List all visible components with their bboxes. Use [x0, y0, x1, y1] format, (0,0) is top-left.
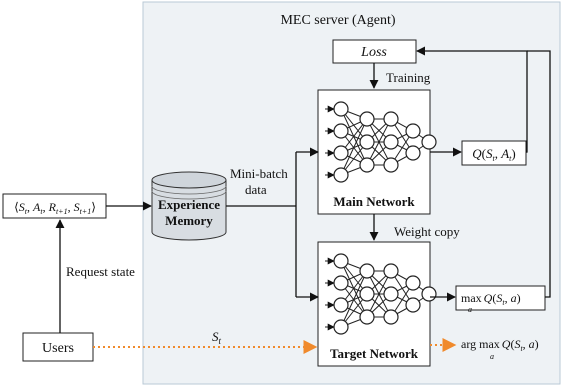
nn-node: [383, 309, 399, 325]
training-label: Training: [386, 70, 431, 85]
nn-node: [383, 111, 399, 127]
q-target-box: [455, 285, 546, 311]
experience-memory: Experience Memory: [151, 171, 227, 241]
transition-tuple-label: ⟨St, At, Rt+1, St+1⟩: [14, 200, 96, 216]
transition-tuple-box: [2, 193, 107, 219]
loss-label: Loss: [360, 45, 387, 60]
nn-node: [359, 309, 375, 325]
nn-connection: [366, 118, 392, 166]
nn-connection: [340, 270, 368, 328]
nn-node: [359, 286, 375, 302]
main-network-label: Main Network: [333, 194, 415, 209]
main-network-nn-icon: [325, 101, 437, 183]
nn-node: [383, 134, 399, 150]
users-box: [22, 332, 94, 362]
action-output-subscript: a: [490, 352, 494, 361]
nn-node: [359, 157, 375, 173]
experience-memory-label-1: Experience: [158, 197, 220, 212]
mec-server-label: MEC server (Agent): [280, 13, 395, 28]
nn-node: [333, 275, 349, 291]
minibatch-label-2: data: [245, 182, 267, 197]
nn-node: [333, 123, 349, 139]
nn-node: [421, 134, 437, 150]
nn-connection: [340, 118, 368, 176]
nn-node: [383, 263, 399, 279]
nn-connection: [366, 270, 392, 318]
experience-memory-label-2: Memory: [165, 213, 213, 228]
q-main-feedback-line: [416, 46, 528, 153]
nn-node: [405, 145, 421, 161]
nn-node: [383, 286, 399, 302]
q-main-label: Q(St, At): [472, 146, 516, 163]
nn-node: [421, 286, 437, 302]
nn-node: [359, 111, 375, 127]
nn-node: [333, 167, 349, 183]
q-target-feedback-line: [527, 50, 551, 298]
nn-node: [333, 101, 349, 117]
nn-node: [383, 157, 399, 173]
users-label: Users: [42, 341, 74, 356]
nn-node: [405, 123, 421, 139]
target-network-label: Target Network: [330, 346, 419, 361]
q-main-box: [461, 140, 527, 166]
nn-node: [333, 253, 349, 269]
main-network: Main Network: [317, 89, 437, 215]
target-network: Target Network: [317, 241, 437, 367]
nn-node: [333, 297, 349, 313]
minibatch-label-1: Mini-batch: [230, 166, 288, 181]
nn-node: [405, 297, 421, 313]
target-network-nn-icon: [325, 253, 437, 335]
nn-node: [405, 275, 421, 291]
request-state-label: Request state: [66, 264, 135, 279]
nn-node: [333, 319, 349, 335]
q-target-subscript: a: [468, 305, 472, 314]
state-label: St: [212, 329, 222, 346]
nn-node: [333, 145, 349, 161]
nn-node: [359, 263, 375, 279]
weight-copy-label: Weight copy: [394, 224, 460, 239]
nn-node: [359, 134, 375, 150]
